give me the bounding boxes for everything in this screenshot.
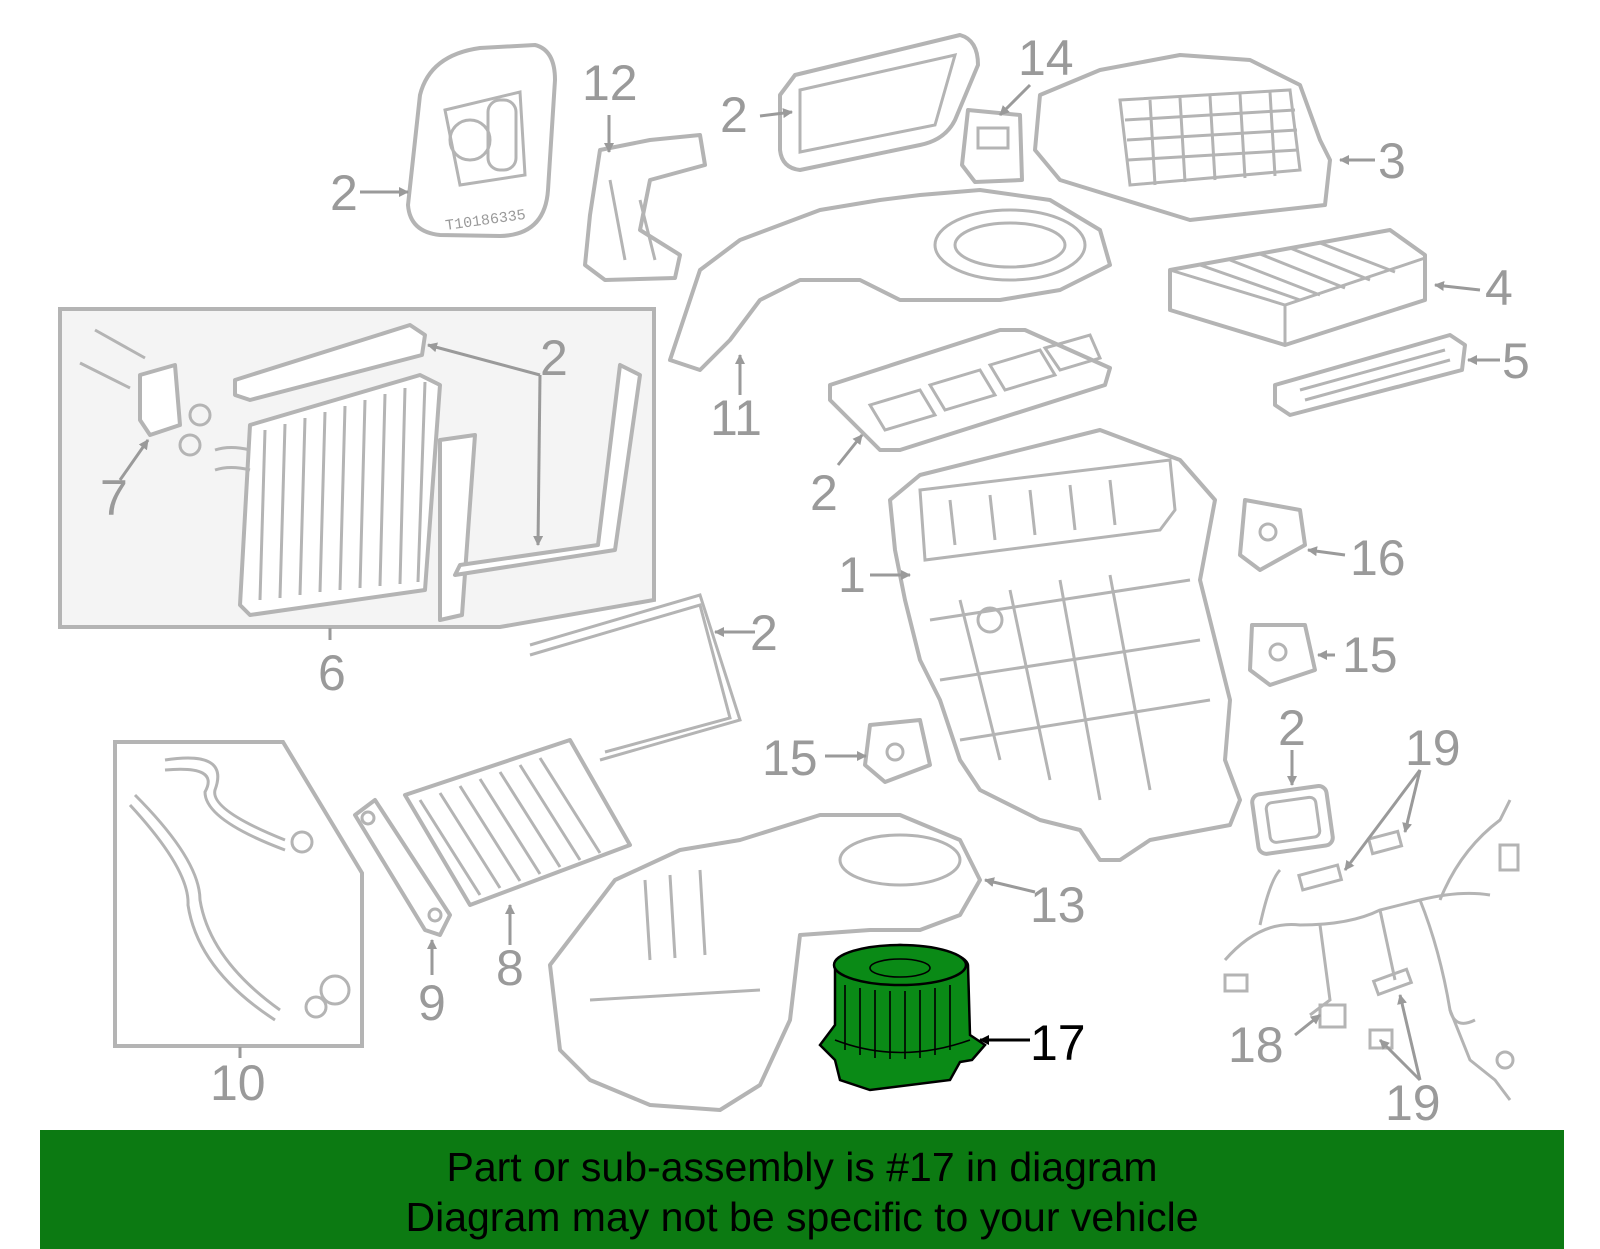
part-5-grille — [1273, 333, 1467, 417]
part-1-main-housing — [888, 428, 1242, 862]
callout-3: 3 — [1378, 133, 1406, 189]
callout-4: 4 — [1485, 260, 1513, 316]
part-2-seal-topleft: T10186335 — [406, 43, 557, 238]
part-6-evaporator-box — [58, 307, 656, 629]
callout-19: 19 — [1405, 720, 1461, 776]
part-17-blower-motor — [818, 943, 987, 1092]
part-2-tray — [828, 328, 1112, 452]
part-16-actuator — [1238, 498, 1307, 572]
callout-2: 2 — [720, 87, 748, 143]
callout-19: 19 — [1385, 1075, 1441, 1131]
callout-16: 16 — [1350, 530, 1406, 586]
callout-2: 2 — [1278, 700, 1306, 756]
callout-5: 5 — [1502, 333, 1530, 389]
banner-line-1: Part or sub-assembly is #17 in diagram — [446, 1144, 1158, 1190]
part-4-filter — [1168, 228, 1427, 347]
part-11-housing — [668, 188, 1112, 372]
banner-line-2: Diagram may not be specific to your vehi… — [405, 1194, 1199, 1240]
callout-6: 6 — [318, 645, 346, 701]
callout-2: 2 — [330, 165, 358, 221]
part-9-bracket — [353, 798, 452, 937]
callout-7: 7 — [100, 470, 128, 526]
callout-8: 8 — [496, 940, 524, 996]
callout-15: 15 — [762, 730, 818, 786]
callout-13: 13 — [1030, 877, 1086, 933]
part-15-actuator-right — [1248, 623, 1317, 687]
callout-17: 17 — [1030, 1015, 1086, 1071]
part-10-pipes-box — [113, 740, 364, 1048]
callout-1: 1 — [838, 547, 866, 603]
part-2-frame-top — [778, 33, 980, 172]
part-15-actuator-left — [863, 718, 932, 784]
callout-2: 2 — [540, 330, 568, 386]
part-3-upper-case — [1033, 53, 1332, 222]
callout-14: 14 — [1018, 30, 1074, 86]
part-2-seal-middle — [529, 593, 742, 762]
callout-12: 12 — [582, 55, 638, 111]
callout-11: 11 — [710, 390, 762, 446]
callout-15: 15 — [1342, 627, 1398, 683]
callout-9: 9 — [418, 975, 446, 1031]
part-2-seal-small — [1250, 784, 1335, 856]
part-12-duct — [583, 133, 707, 282]
callout-2: 2 — [750, 605, 778, 661]
part-13-blower-housing — [548, 813, 982, 1112]
part-14-actuator — [960, 108, 1024, 184]
leader-lines — [118, 83, 1500, 1082]
callout-2: 2 — [810, 465, 838, 521]
callouts: 2 12 2 14 3 4 5 11 2 7 6 2 1 16 15 15 2 … — [100, 30, 1530, 1131]
callout-10: 10 — [210, 1055, 266, 1111]
info-banner: Part or sub-assembly is #17 in diagram D… — [40, 1130, 1564, 1249]
callout-18: 18 — [1228, 1017, 1284, 1073]
part-8-heater-core — [403, 738, 632, 907]
